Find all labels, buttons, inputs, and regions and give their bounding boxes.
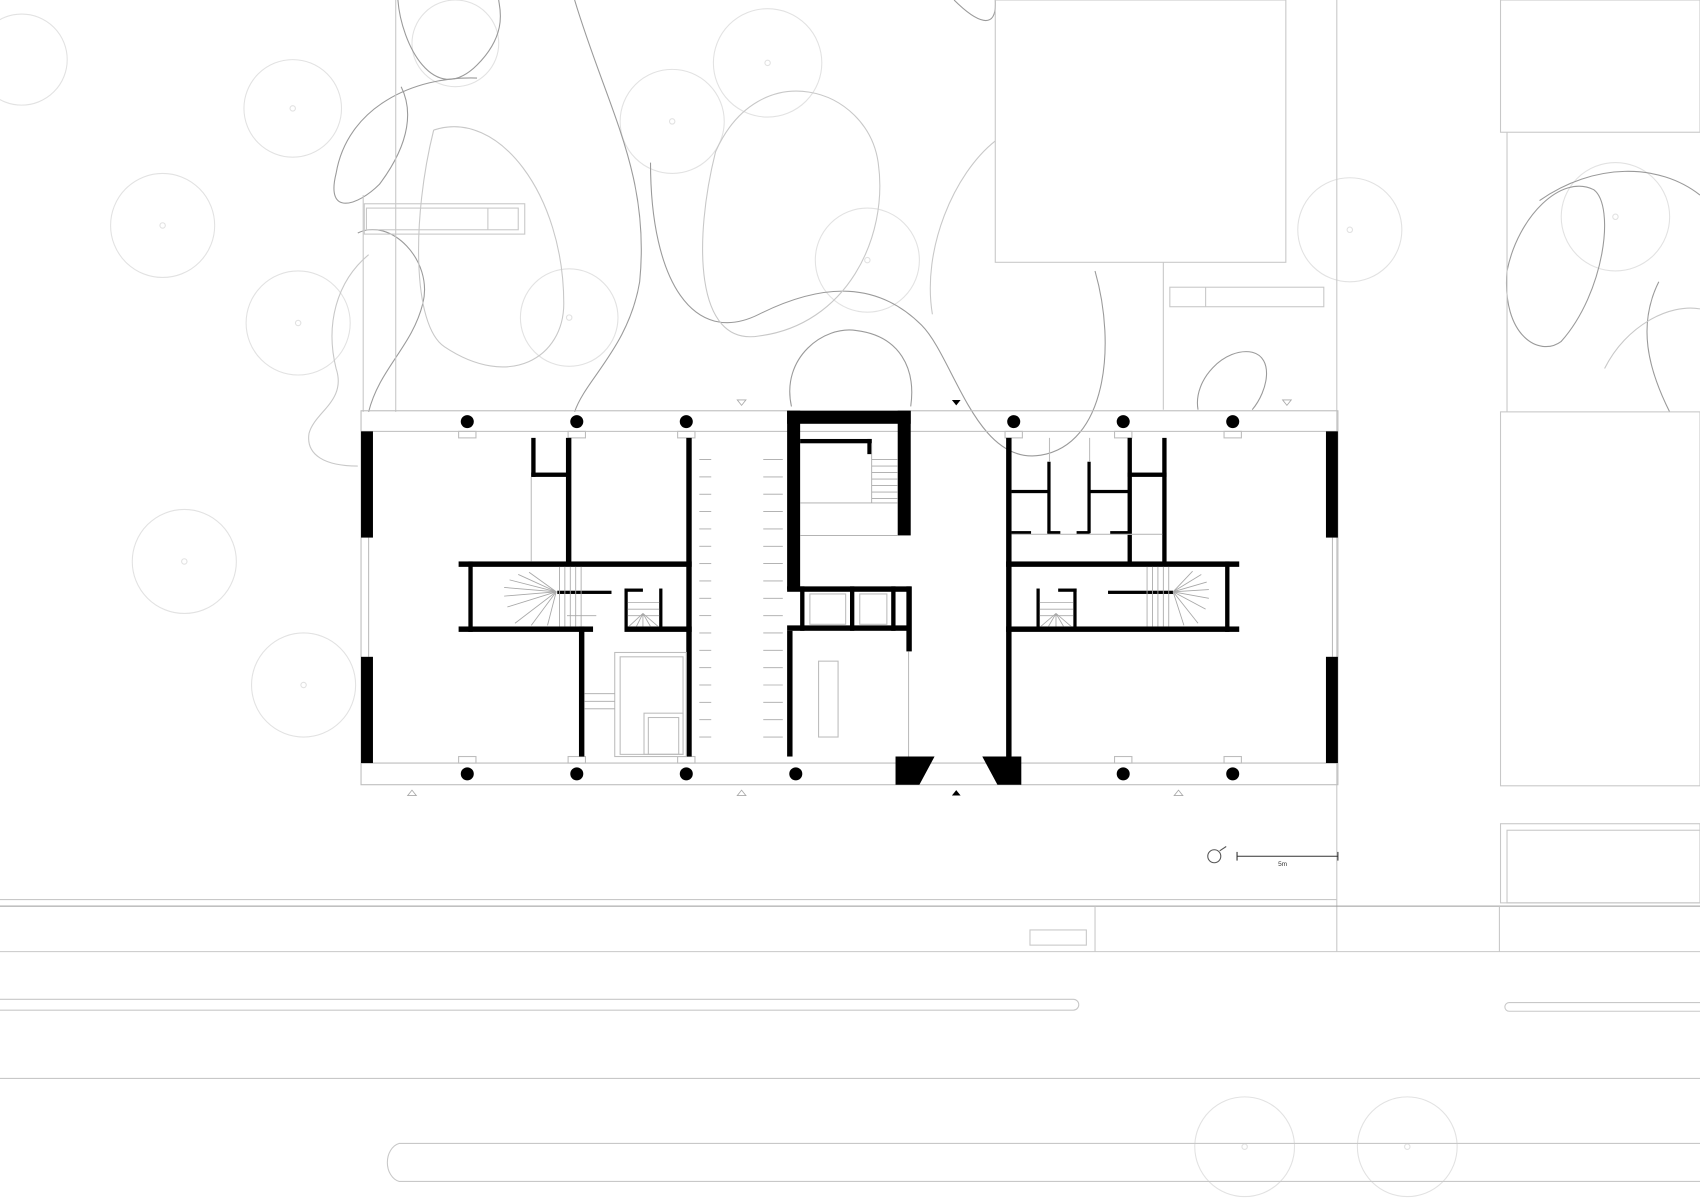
stair-east-small xyxy=(1039,602,1074,627)
north-arrow-icon xyxy=(1207,846,1227,864)
stair-core xyxy=(800,443,898,536)
stair-west-small xyxy=(627,602,660,627)
elevator-1 xyxy=(809,593,847,625)
scale-bar-label: 5m xyxy=(1278,861,1287,868)
neighbor-building-north xyxy=(994,0,1287,263)
neighbor-building-east xyxy=(1499,411,1700,787)
entrance-markers xyxy=(406,399,1293,796)
building-plan xyxy=(360,399,1339,796)
stair-east-main xyxy=(1146,566,1209,627)
scale-bar: 5m xyxy=(1236,851,1339,868)
street xyxy=(0,899,1700,1182)
neighbor-building-ne xyxy=(1499,0,1700,133)
stair-west-main xyxy=(504,566,582,627)
trees xyxy=(0,0,1671,1198)
elevator-2 xyxy=(859,593,888,625)
columns xyxy=(460,415,1240,781)
landscape-contours xyxy=(308,0,1700,467)
corridor-steps xyxy=(699,459,783,738)
site-boundaries xyxy=(362,0,1700,952)
